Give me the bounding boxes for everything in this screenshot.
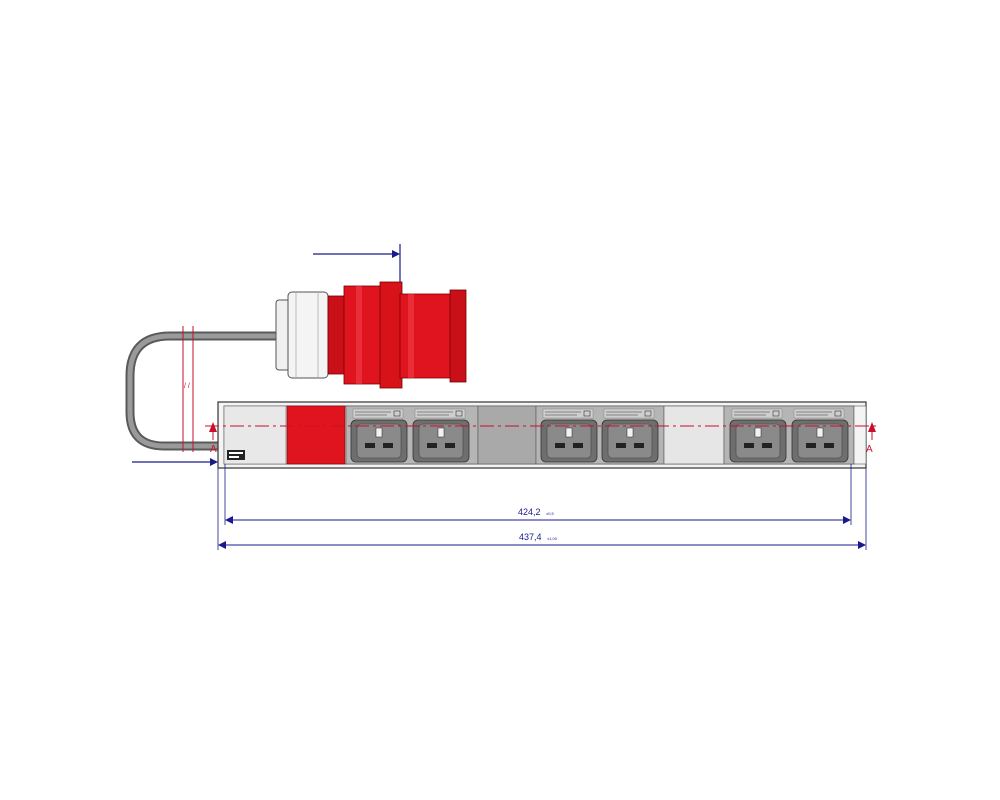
c19-outlets bbox=[350, 408, 849, 463]
c19-outlet-1 bbox=[350, 408, 408, 463]
section-mark-left: A bbox=[210, 444, 217, 455]
section-line: A A bbox=[205, 422, 880, 455]
c19-outlet-5 bbox=[729, 408, 787, 463]
c19-outlet-6 bbox=[791, 408, 849, 463]
dimension-inner: 424,2 ±0,5 bbox=[225, 507, 851, 524]
c19-outlet-3 bbox=[540, 408, 598, 463]
c19-outlet-2 bbox=[412, 408, 470, 463]
dimension-outer: 437,4 ±1,00 bbox=[218, 532, 866, 549]
extension-lines bbox=[217, 464, 867, 550]
dimension-inner-tolerance: ±0,5 bbox=[546, 511, 555, 516]
dimension-inner-value: 424,2 bbox=[518, 507, 541, 517]
dimension-outer-value: 437,4 bbox=[519, 532, 542, 542]
dimension-outer-tolerance: ±1,00 bbox=[547, 536, 558, 541]
svg-text:/ /: / / bbox=[184, 383, 190, 390]
plug-reference-dimension bbox=[313, 244, 401, 282]
section-mark-right: A bbox=[866, 444, 873, 455]
manufacturer-label bbox=[227, 450, 245, 460]
breaker-section bbox=[286, 405, 346, 465]
cable-exit-dimension bbox=[132, 458, 218, 466]
cee-red-plug bbox=[275, 281, 467, 389]
power-cable: / / bbox=[125, 326, 287, 452]
c19-outlet-4 bbox=[601, 408, 659, 463]
